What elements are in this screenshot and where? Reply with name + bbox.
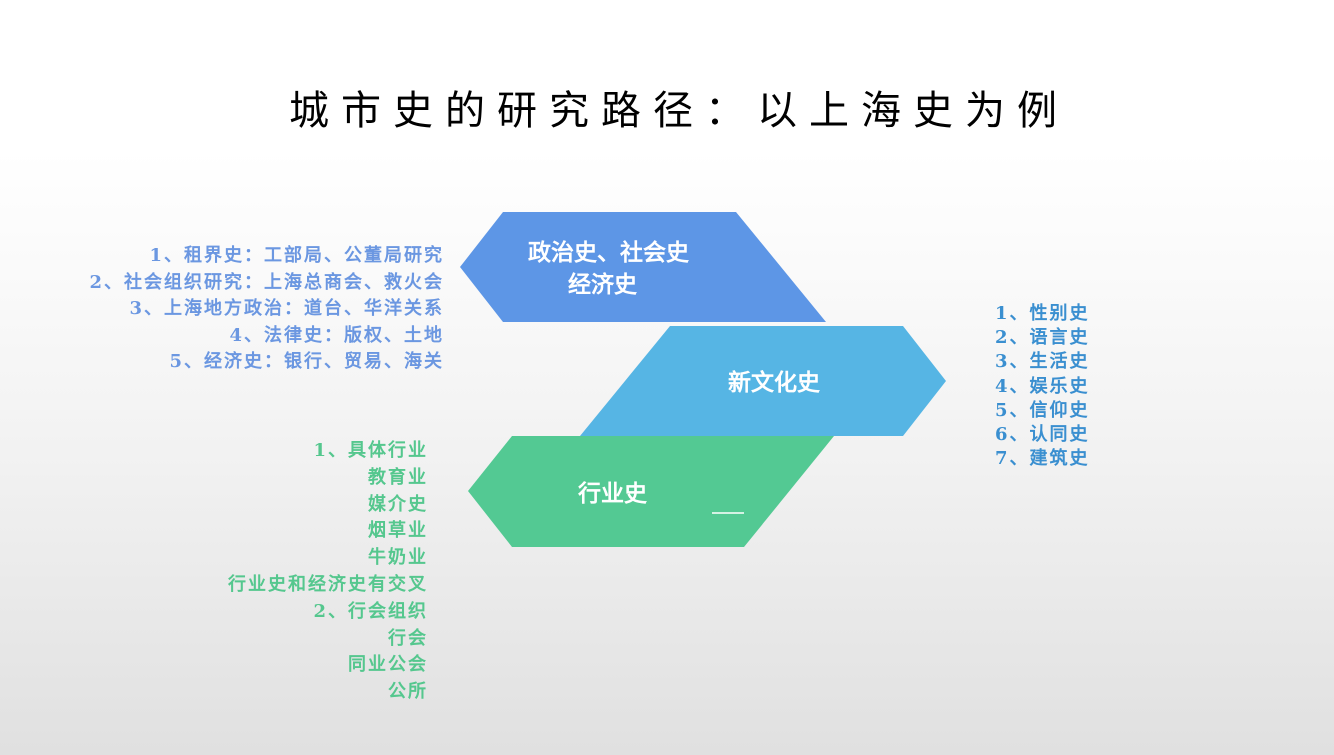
list-item: 媒介史	[368, 493, 428, 515]
list-item: 行会	[388, 627, 428, 649]
cultural-history-label: 新文化史	[728, 369, 820, 396]
label-line: 政治史、社会史	[528, 239, 689, 266]
list-item: 3、生活史	[995, 351, 1090, 373]
industry-history-label: 行业史	[578, 480, 647, 507]
list-item: 5、经济史：银行、贸易、海关	[169, 351, 444, 372]
slide-title: 城市史的研究路径：以上海史为例	[289, 88, 1069, 134]
list-item: 4、法律史：版权、土地	[229, 324, 444, 346]
industry-history-list: 1、具体行业 教育业 媒介史 烟草业 牛奶业 行业史和经济史有交叉 2、行会组织…	[228, 438, 428, 706]
list-item: 5、信仰史	[995, 399, 1090, 421]
list-item: 4、娱乐史	[995, 375, 1090, 397]
list-item: 1、性别史	[995, 303, 1090, 324]
list-item: 2、行会组织	[313, 600, 428, 622]
list-item: 2、社会组织研究：上海总商会、救火会	[89, 271, 444, 293]
list-item: 牛奶业	[368, 547, 428, 569]
political-history-shape	[460, 212, 826, 322]
political-history-label: 政治史、社会史 经济史	[528, 237, 689, 301]
list-item: 2、语言史	[995, 327, 1090, 349]
list-item: 同业公会	[348, 654, 428, 676]
list-item: 教育业	[368, 466, 428, 488]
political-history-list: 1、租界史：工部局、公董局研究 2、社会组织研究：上海总商会、救火会 3、上海地…	[89, 243, 444, 376]
list-item: 1、具体行业	[313, 440, 428, 461]
cultural-history-list: 1、性别史 2、语言史 3、生活史 4、娱乐史 5、信仰史 6、认同史 7、建筑…	[995, 302, 1090, 471]
list-item: 1、租界史：工部局、公董局研究	[149, 245, 444, 266]
cultural-history-shape	[580, 326, 946, 436]
list-item: 6、认同史	[995, 424, 1090, 446]
industry-history-shape	[468, 436, 834, 547]
list-item: 烟草业	[368, 520, 428, 542]
list-item: 7、建筑史	[995, 448, 1090, 470]
label-line: 经济史	[568, 271, 637, 298]
list-item: 公所	[388, 681, 428, 703]
list-item: 行业史和经济史有交叉	[228, 573, 428, 595]
list-item: 3、上海地方政治：道台、华洋关系	[129, 298, 444, 319]
